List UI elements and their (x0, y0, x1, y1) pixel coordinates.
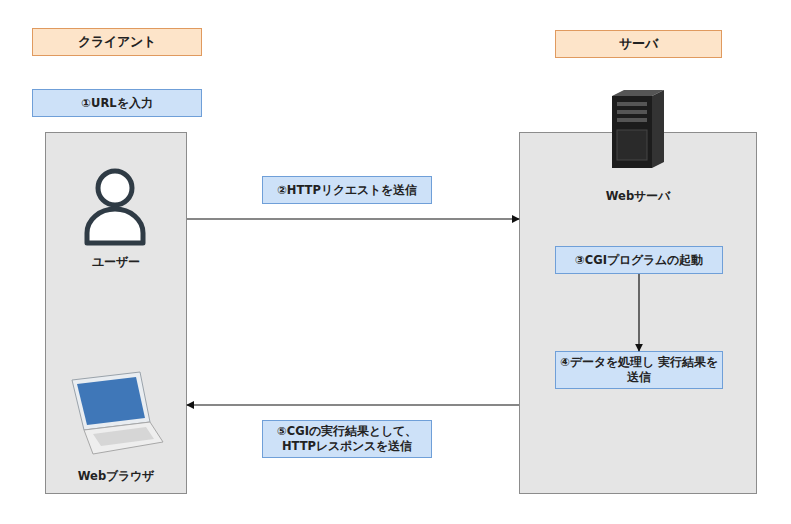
box-text: クライアント (78, 33, 156, 51)
box-text: サーバ (619, 35, 658, 53)
step-box: ④データを処理し 実行結果を送信 (555, 351, 723, 389)
box-text: ③CGIプログラムの起動 (575, 253, 703, 268)
zone-label: Webサーバ (520, 189, 756, 204)
lane-header: クライアント (32, 28, 202, 56)
box-text: ②HTTPリクエストを送信 (277, 183, 417, 198)
user-icon (87, 171, 143, 243)
server-zone: Webサーバ ③CGIプログラムの起動 ④データを処理し 実行結果を送信 (519, 132, 757, 494)
step-box: ②HTTPリクエストを送信 (262, 176, 432, 204)
lane-header: サーバ (555, 30, 722, 58)
box-text: ④データを処理し 実行結果を送信 (560, 355, 718, 385)
client-zone: ユーザー Webブラウザ (45, 132, 187, 494)
zone-label: Webブラウザ (46, 469, 186, 484)
step-box: ③CGIプログラムの起動 (555, 246, 723, 274)
server-tower-icon (612, 90, 664, 168)
step-box: ①URLを入力 (32, 89, 202, 117)
box-text: ⑤CGIの実行結果として、 HTTPレスポンスを送信 (267, 424, 427, 454)
arrow-connector (638, 274, 639, 351)
box-text: ①URLを入力 (81, 96, 152, 111)
zone-label: ユーザー (46, 255, 186, 270)
laptop-icon (72, 372, 163, 454)
step-box: ⑤CGIの実行結果として、 HTTPレスポンスを送信 (262, 420, 432, 458)
arrow-connector (187, 218, 519, 219)
arrow-connector (187, 404, 519, 405)
